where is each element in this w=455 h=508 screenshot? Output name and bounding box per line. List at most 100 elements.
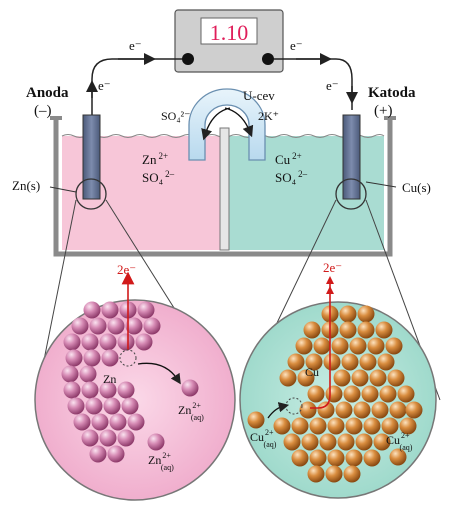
atom <box>299 401 317 419</box>
atom <box>63 381 81 399</box>
atom <box>325 465 343 483</box>
electron-label-wire-left: e⁻ <box>98 78 111 93</box>
atom <box>309 417 327 435</box>
anode-zoom-view <box>34 271 236 501</box>
atom <box>345 417 363 435</box>
atom <box>389 401 407 419</box>
atom <box>127 413 145 431</box>
atom <box>91 413 109 431</box>
atom <box>63 333 81 351</box>
atom <box>349 337 367 355</box>
atom <box>283 433 301 451</box>
atom <box>273 417 291 435</box>
atom <box>297 369 315 387</box>
atom <box>399 417 417 435</box>
atom <box>101 349 119 367</box>
atom <box>325 385 343 403</box>
atom <box>81 333 99 351</box>
atom <box>279 369 297 387</box>
atom <box>339 305 357 323</box>
atom <box>307 465 325 483</box>
atom <box>327 449 345 467</box>
anode-electrode-label: Zn(s) <box>12 178 40 193</box>
atom <box>71 317 89 335</box>
atom <box>323 353 341 371</box>
atom <box>319 433 337 451</box>
cathode-title: Katoda <box>368 85 416 101</box>
right-zoom-electrons: 2e⁻ <box>323 260 342 275</box>
atom <box>303 321 321 339</box>
atom <box>101 301 119 319</box>
electron-label-wire-right: e⁻ <box>326 78 339 93</box>
atom <box>135 333 153 351</box>
atom <box>381 417 399 435</box>
atom <box>385 337 403 355</box>
atom <box>359 353 377 371</box>
zinc-electrode <box>82 114 101 200</box>
atom <box>357 305 375 323</box>
right-zoom-atom: Cu <box>305 365 319 379</box>
right-zoom-ion-right: Cu2+(aq) <box>386 431 413 452</box>
atom <box>99 381 117 399</box>
atom <box>327 417 345 435</box>
atom <box>339 321 357 339</box>
atom <box>99 333 117 351</box>
anode-sign: (–) <box>34 103 52 119</box>
atom <box>61 365 79 383</box>
salt-bridge <box>188 88 266 161</box>
left-zoom-ion-2: Zn2+(aq) <box>148 451 174 472</box>
electron-label-top-right: e⁻ <box>290 38 303 53</box>
atom <box>125 317 143 335</box>
atom <box>121 397 139 415</box>
atom <box>355 433 373 451</box>
atom <box>65 349 83 367</box>
atom <box>107 317 125 335</box>
cathode-zoom-marker <box>335 178 367 210</box>
atom <box>73 413 91 431</box>
external-circuit-wire <box>86 53 358 115</box>
atom <box>373 433 391 451</box>
atom <box>79 365 97 383</box>
cathode-zoom-view <box>239 276 437 499</box>
atom <box>313 337 331 355</box>
atom <box>335 401 353 419</box>
left-zoom-electrons: 2e⁻ <box>117 262 136 277</box>
atom <box>143 317 161 335</box>
salt-bridge-left-ion: SO₄²⁻ <box>161 109 190 123</box>
atom <box>375 321 393 339</box>
salt-bridge-label: U-cev <box>243 88 275 103</box>
atom <box>353 401 371 419</box>
voltmeter: 1.10 <box>174 9 284 73</box>
atom <box>369 369 387 387</box>
atom <box>351 369 369 387</box>
atom <box>287 353 305 371</box>
atom <box>309 449 327 467</box>
salt-bridge-right-ion: 2K⁺ <box>258 109 279 123</box>
copper-electrode <box>342 114 361 200</box>
right-zoom-ion-left: Cu2+(aq) <box>250 428 277 449</box>
atom <box>305 353 323 371</box>
copper-lattice <box>273 305 423 483</box>
atom <box>371 401 389 419</box>
voltmeter-reading: 1.10 <box>210 20 249 45</box>
atom <box>117 429 135 447</box>
atom <box>117 333 135 351</box>
atom <box>291 449 309 467</box>
atom <box>357 321 375 339</box>
atom <box>331 337 349 355</box>
cathode-electrode-label: Cu(s) <box>402 180 431 195</box>
atom <box>117 381 135 399</box>
atom <box>291 417 309 435</box>
atom <box>295 337 313 355</box>
atom <box>81 429 99 447</box>
atom <box>67 397 85 415</box>
atom <box>343 465 361 483</box>
cathode-sign: (+) <box>374 103 392 119</box>
atom <box>361 385 379 403</box>
atom <box>397 385 415 403</box>
atom <box>81 381 99 399</box>
atom <box>387 369 405 387</box>
